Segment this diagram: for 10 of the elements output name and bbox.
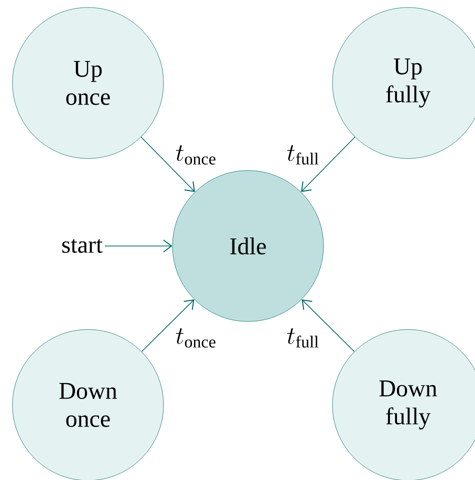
- edge-label: $t_{\mathrm{once}}$: [174, 327, 218, 349]
- arrow: [141, 299, 194, 352]
- arrow: [302, 299, 355, 352]
- edge-label: $t_{\mathrm{full}}$: [286, 144, 320, 166]
- arrow: [104, 240, 172, 252]
- arrow: [301, 136, 356, 192]
- start-label: start: [62, 239, 103, 253]
- arrow: [140, 136, 195, 192]
- edge-label: $t_{\mathrm{full}}$: [286, 327, 320, 349]
- edge-label: $t_{\mathrm{once}}$: [174, 144, 218, 166]
